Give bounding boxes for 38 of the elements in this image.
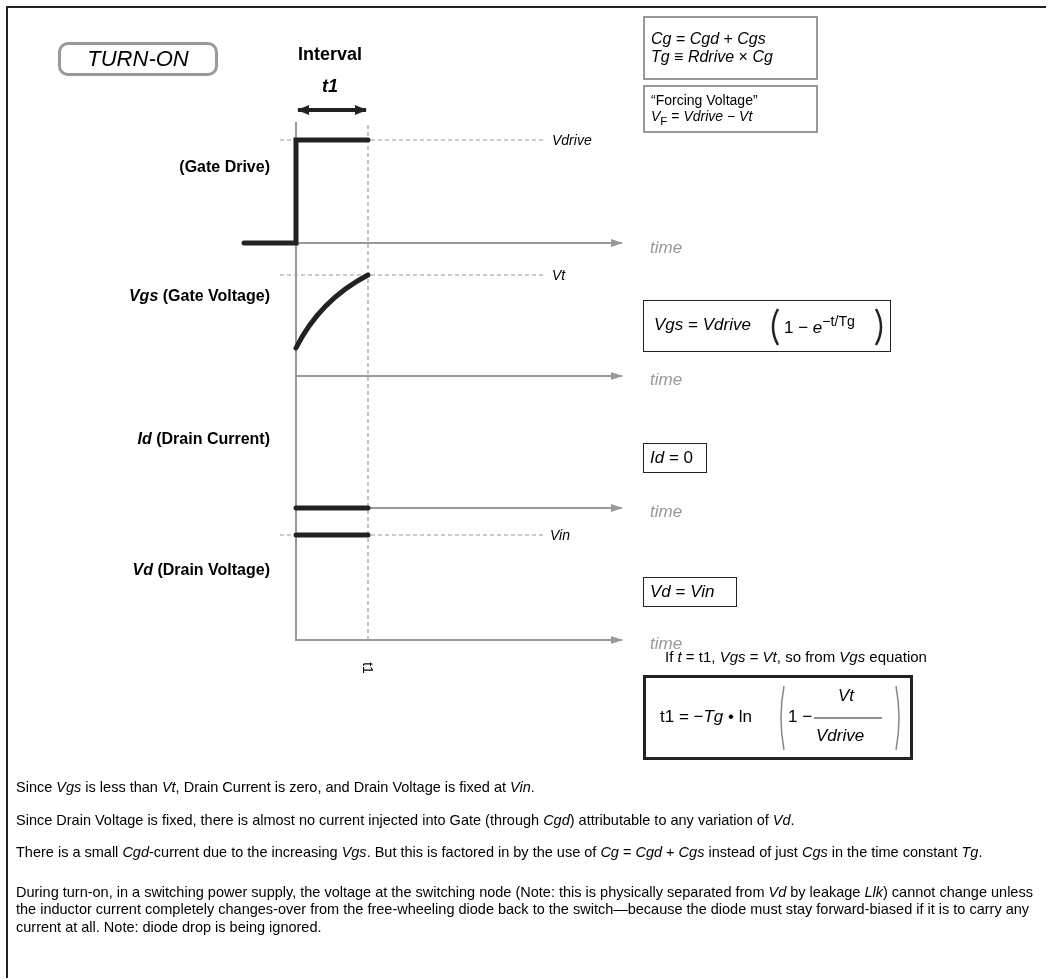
tick-label: t1	[359, 662, 376, 674]
equation-text: V$_{F}$ = Vdrive − Vt	[651, 107, 753, 127]
equation-text: TURN-ON	[87, 46, 189, 72]
equation-text: Vt	[838, 686, 855, 706]
heading: Interval	[298, 44, 362, 65]
equation-box	[643, 16, 818, 80]
signal-label: Vd (Drain Voltage)	[132, 561, 270, 580]
equation-box	[643, 85, 818, 133]
equation-text: Cg = Cgd + Cgs	[651, 30, 766, 48]
equation-box	[643, 443, 707, 473]
equation-text: Vd = Vin	[650, 582, 715, 602]
level-label: Vdrive	[552, 132, 592, 149]
level-label: Vin	[550, 527, 570, 544]
level-label: Vt	[552, 267, 566, 284]
equation-text: 1 − e$^{−t/Tg}$	[784, 313, 855, 338]
equation-text: Id = 0	[650, 448, 694, 468]
equation-box	[643, 577, 737, 607]
note-text: During turn-on, in a switching power supply, the voltage at the switching node (Note: this is physically separated from Vd by leakage Llk) cannot change unless the inductor current completely changes-over from the free-wheeling diode back to the switch—because the diode must stay forward-biased if it is to carry any current at all. Note: diode drop is being ignored.	[16, 884, 1034, 937]
signal-label: (Gate Drive)	[179, 158, 270, 177]
equation-text: Vdrive	[816, 726, 865, 746]
equation-text: t1 = −Tg • ln	[660, 707, 752, 727]
equation-text: “Forcing Voltage”	[651, 91, 758, 108]
equation-text: Vgs = Vdrive	[654, 315, 751, 335]
signal-label: Vgs (Gate Voltage)	[128, 287, 270, 306]
note-text: If t = t1, Vgs = Vt, so from Vgs equation	[665, 648, 927, 666]
axis-label: time	[650, 502, 683, 522]
equation-text: Tg ≡ Rdrive × Cg	[651, 48, 773, 66]
equation-text: 1 −	[788, 707, 813, 727]
interval-label: t1	[322, 76, 338, 97]
axis-label: time	[650, 370, 683, 390]
note-text: Since Vgs is less than Vt, Drain Current is zero, and Drain Voltage is fixed at Vin.	[16, 779, 536, 797]
axis-label: time	[650, 238, 683, 258]
signal-label: Id (Drain Current)	[137, 430, 270, 449]
note-text: There is a small Cgd-current due to the increasing Vgs. But this is factored in by the use of Cg = Cgd + Cgs instead of just Cgs in the time constant Tg.	[16, 844, 984, 862]
equation-box	[643, 300, 891, 352]
title-box	[58, 42, 218, 76]
note-text: Since Drain Voltage is fixed, there is almost no current injected into Gate (through Cgd) attributable to any variation of Vd.	[16, 812, 796, 830]
equation-box	[643, 675, 913, 760]
